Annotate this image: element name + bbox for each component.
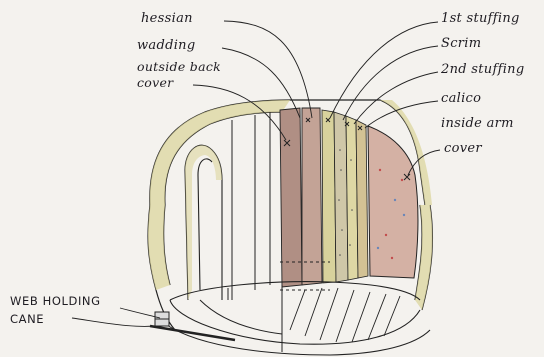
label-1st-stuffing: 1st stuffing: [441, 11, 520, 26]
label-cane: CANE: [10, 312, 44, 326]
label-outside-back-cover: cover: [137, 75, 173, 90]
web-cane-detail: [155, 312, 169, 326]
wadding-layer: [302, 108, 322, 285]
stuffing-layers: [322, 110, 368, 283]
label-scrim: Scrim: [441, 36, 481, 51]
label-calico: calico: [441, 91, 481, 106]
label-web-holding: WEB HOLDING: [10, 294, 101, 308]
label-cover: cover: [444, 141, 482, 156]
label-inside-arm: inside arm: [441, 116, 514, 131]
label-2nd-stuffing: 2nd stuffing: [441, 62, 524, 77]
label-wadding: wadding: [137, 38, 195, 53]
label-outside-back: outside back: [137, 59, 221, 74]
label-hessian: hessian: [141, 11, 193, 26]
